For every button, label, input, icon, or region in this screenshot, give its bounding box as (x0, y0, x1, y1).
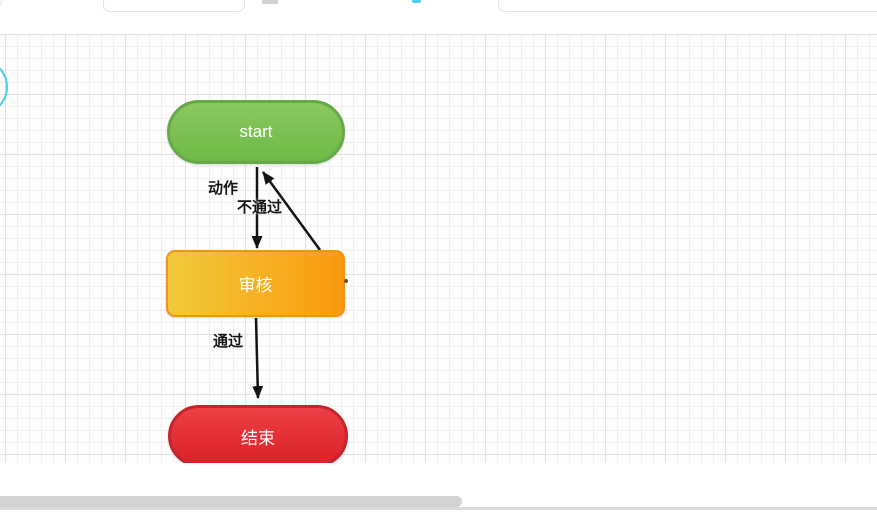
flow-node-start[interactable]: start (167, 100, 345, 164)
bottom-bar (0, 463, 877, 512)
edge-label-reject[interactable]: 不通过 (237, 199, 283, 216)
node-label-start: start (239, 122, 273, 141)
toolbar-input-left[interactable] (103, 0, 245, 12)
hscrollbar-track-line (0, 507, 877, 510)
toolbar-input-right[interactable] (498, 0, 877, 12)
node-label-review: 审核 (238, 276, 273, 295)
flow-edge-pass[interactable] (252, 317, 264, 399)
flow-node-review[interactable]: 审核 (166, 250, 345, 317)
edge-label-pass[interactable]: 通过 (213, 333, 244, 350)
edge-label-action[interactable]: 动作 (208, 180, 239, 197)
edges-svg (251, 167, 322, 399)
flow-node-end[interactable]: 结束 (168, 405, 348, 463)
flow-edge-reject[interactable] (261, 171, 322, 251)
flow-canvas[interactable]: start 审核结束 动作不通过通过 (0, 34, 877, 463)
hscrollbar-thumb[interactable] (0, 496, 462, 507)
toolbar-cyan-icon (412, 0, 421, 3)
node-label-end: 结束 (241, 428, 275, 448)
toolbar (0, 0, 877, 34)
toolbar-fragment-left (0, 0, 2, 8)
edge-anchor-dot[interactable] (344, 279, 348, 283)
toolbar-gray-icon (262, 0, 278, 4)
